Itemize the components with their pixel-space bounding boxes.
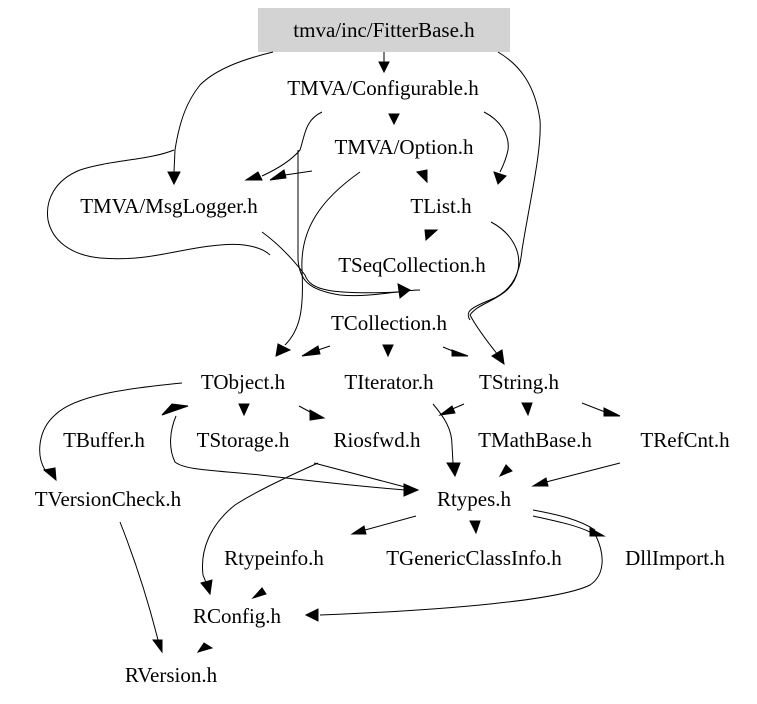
arrowhead-icon (469, 520, 481, 535)
arrowhead-icon (438, 405, 456, 416)
arrowhead-icon (200, 579, 213, 596)
arrowhead-icon (589, 527, 606, 537)
arrowhead-icon (238, 403, 250, 417)
arrowhead-icon (531, 477, 549, 487)
arrowhead-icon (424, 229, 439, 242)
arrowhead-icon (388, 113, 400, 126)
edge-tstorage-rtypes (313, 462, 406, 488)
edge-tstring-trefcnt (581, 402, 606, 413)
edge-fitterbase-msglogger (173, 51, 274, 173)
arrowhead-icon (491, 349, 505, 366)
arrowhead-icon (309, 409, 326, 421)
node-trefcnt[interactable]: TRefCnt.h (640, 428, 730, 452)
edge-fitterbase-tstring (467, 51, 541, 321)
arrowhead-icon (275, 343, 292, 357)
arrowhead-icon (493, 171, 507, 185)
arrowhead-icon (403, 483, 420, 497)
arrowhead-icon (269, 169, 287, 181)
arrowhead-icon (498, 464, 513, 478)
arrowhead-icon (415, 169, 428, 184)
node-tlist[interactable]: TList.h (410, 194, 472, 218)
edge-rtypes-dllimport (532, 509, 596, 531)
edge-msglogger-tseqcollection (261, 231, 401, 294)
node-tstorage[interactable]: TStorage.h (197, 428, 290, 452)
edge-tlist-tstring (469, 221, 520, 356)
arrowhead-icon (378, 61, 390, 74)
root-node-box (258, 8, 510, 52)
edge-dllimport-rconfig (319, 535, 603, 616)
node-tmathbase[interactable]: TMathBase.h (478, 428, 592, 452)
edge-configurable-tlist (483, 111, 509, 173)
arrowhead-icon (161, 403, 189, 416)
node-rtypes[interactable]: Rtypes.h (437, 487, 512, 511)
nodes: tmva/inc/FitterBase.h TMVA/Configurable.… (35, 18, 730, 687)
arrowhead-icon (167, 171, 181, 186)
edge-titerator-rtypes (432, 403, 454, 464)
node-riosfwd[interactable]: Riosfwd.h (334, 428, 421, 452)
edges (39, 51, 621, 654)
node-tgenericclassinfo[interactable]: TGenericClassInfo.h (386, 546, 562, 570)
node-tobject[interactable]: TObject.h (201, 370, 286, 394)
edge-riosfwd-rconfig (201, 462, 319, 586)
arrowhead-icon (451, 349, 469, 357)
node-rversion[interactable]: RVersion.h (125, 663, 218, 687)
arrowhead-icon (382, 344, 394, 358)
edge-tcollection-tobject (317, 345, 331, 351)
node-tbuffer[interactable]: TBuffer.h (63, 428, 145, 452)
arrowhead-icon (446, 462, 461, 478)
arrowhead-icon (251, 587, 267, 600)
arrowhead-icon (301, 345, 321, 357)
edge-rtypes-dllimport-2 (532, 515, 591, 533)
arrowhead-icon (603, 407, 621, 417)
node-dllimport[interactable]: DllImport.h (625, 546, 725, 570)
node-msglogger[interactable]: TMVA/MsgLogger.h (80, 194, 258, 218)
edge-tobject-rtypes (170, 415, 406, 491)
edge-option-tobject (284, 171, 361, 346)
node-tstring[interactable]: TString.h (479, 370, 559, 394)
arrowhead-icon (244, 171, 263, 181)
edge-tobject-tversioncheck (39, 382, 183, 476)
arrowhead-icon (304, 608, 319, 622)
node-configurable[interactable]: TMVA/Configurable.h (287, 76, 479, 100)
edge-loop-msglogger (46, 149, 271, 260)
edge-trefcnt-rtypes (545, 462, 621, 483)
node-tcollection[interactable]: TCollection.h (331, 311, 448, 335)
edge-configurable-msglogger (261, 111, 323, 177)
node-titerator[interactable]: TIterator.h (344, 370, 434, 394)
edge-rtypes-rtypeinfo (364, 515, 417, 531)
node-tversioncheck[interactable]: TVersionCheck.h (35, 487, 182, 511)
arrowhead-icon (397, 283, 411, 299)
arrowhead-icon (152, 639, 163, 654)
node-rtypeinfo[interactable]: Rtypeinfo.h (224, 546, 324, 570)
arrowhead-icon (350, 525, 367, 535)
arrowhead-icon (196, 642, 214, 653)
node-rconfig[interactable]: RConfig.h (193, 604, 282, 628)
node-fitterbase[interactable]: tmva/inc/FitterBase.h (293, 18, 475, 42)
edge-tversioncheck-rversion (119, 521, 159, 641)
node-tseqcollection[interactable]: TSeqCollection.h (338, 253, 486, 277)
arrowhead-icon (521, 402, 533, 417)
node-option[interactable]: TMVA/Option.h (334, 135, 474, 159)
arrowhead-icon (42, 467, 57, 482)
